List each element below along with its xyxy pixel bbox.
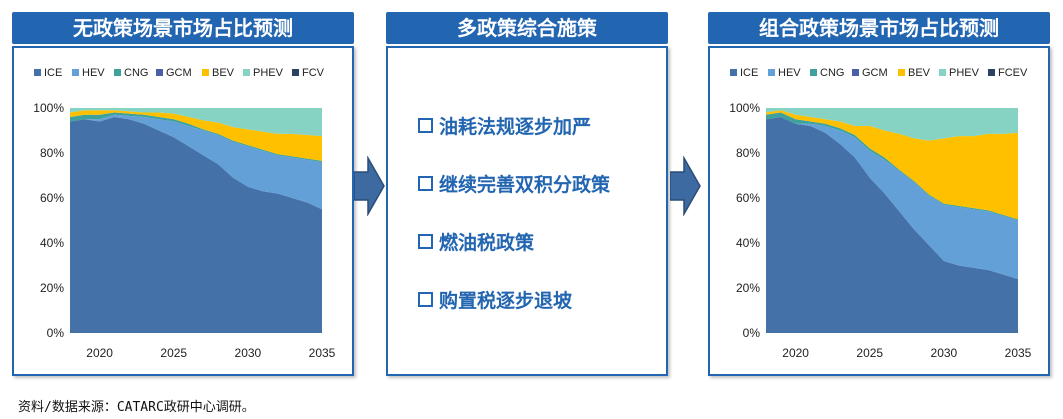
policy-label: 燃油税政策 bbox=[439, 232, 535, 254]
left-chart-panel: ICE HEV CNG GCM BEV PHEV FCV 0% 20% 40% 60% 80% 100%… bbox=[12, 46, 354, 376]
policy-item: 燃油税政策 bbox=[418, 228, 534, 255]
series-area-bev bbox=[70, 110, 322, 161]
policies-panel: 油耗法规逐步加严 继续完善双积分政策 燃油税政策 购置税逐步退坡 bbox=[386, 46, 668, 376]
series-area-hev bbox=[70, 114, 322, 210]
x-tick-label: 2035 bbox=[309, 346, 336, 360]
legend-label: CNG bbox=[820, 67, 844, 79]
legend-label: PHEV bbox=[949, 67, 980, 79]
legend-label: FCEV bbox=[998, 67, 1028, 79]
series-area-cng bbox=[70, 112, 322, 162]
x-tick-label: 2025 bbox=[856, 346, 883, 360]
y-tick-label: 60% bbox=[40, 191, 64, 205]
legend-swatch bbox=[243, 69, 250, 76]
x-tick-label: 2030 bbox=[235, 346, 262, 360]
series-area-bev bbox=[766, 110, 1018, 220]
legend-label: GCM bbox=[166, 67, 192, 79]
legend-swatch bbox=[730, 69, 737, 76]
policy-label: 继续完善双积分政策 bbox=[439, 174, 611, 196]
y-tick-label: 100% bbox=[33, 101, 64, 115]
right-arrow-icon bbox=[354, 156, 385, 216]
legend-label: GCM bbox=[862, 67, 888, 79]
legend-label: BEV bbox=[212, 67, 235, 79]
right-chart-panel: ICE HEV CNG GCM BEV PHEV FCEV 0% 20% 40% 60% 80% 100… bbox=[708, 46, 1050, 376]
y-tick-label: 40% bbox=[736, 236, 760, 250]
policy-label: 油耗法规逐步加严 bbox=[439, 116, 592, 138]
x-tick-label: 2030 bbox=[931, 346, 958, 360]
legend-swatch bbox=[810, 69, 817, 76]
legend-label: CNG bbox=[124, 67, 148, 79]
series-area-ice bbox=[70, 117, 322, 333]
checkbox-icon bbox=[418, 176, 433, 191]
legend-swatch bbox=[292, 69, 299, 76]
left-panel-title: 无政策场景市场占比预测 bbox=[12, 12, 354, 44]
series-area-hev bbox=[766, 117, 1018, 279]
legend-swatch bbox=[114, 69, 121, 76]
y-tick-label: 100% bbox=[729, 101, 760, 115]
y-tick-label: 40% bbox=[40, 236, 64, 250]
legend-swatch bbox=[156, 69, 163, 76]
right-arrow-icon bbox=[670, 156, 701, 216]
x-tick-label: 2035 bbox=[1005, 346, 1032, 360]
y-tick-label: 0% bbox=[47, 326, 65, 340]
right-panel-title: 组合政策场景市场占比预测 bbox=[708, 12, 1050, 44]
legend-label: ICE bbox=[740, 67, 758, 79]
middle-panel-title: 多政策综合施策 bbox=[386, 12, 668, 44]
legend-swatch bbox=[898, 69, 905, 76]
legend-label: HEV bbox=[82, 67, 105, 79]
checkbox-icon bbox=[418, 118, 433, 133]
no-policy-chart: ICE HEV CNG GCM BEV PHEV FCV 0% 20% 40% 60% 80% 100%… bbox=[33, 67, 336, 360]
x-tick-label: 2020 bbox=[782, 346, 809, 360]
legend-swatch bbox=[852, 69, 859, 76]
legend-swatch bbox=[988, 69, 995, 76]
legend-swatch bbox=[202, 69, 209, 76]
legend-swatch bbox=[768, 69, 775, 76]
legend-label: PHEV bbox=[253, 67, 284, 79]
policy-item: 继续完善双积分政策 bbox=[418, 170, 610, 197]
x-tick-label: 2020 bbox=[86, 346, 113, 360]
legend-label: ICE bbox=[44, 67, 62, 79]
source-footnote: 资料/数据来源：CATARC政研中心调研。 bbox=[18, 400, 255, 415]
y-tick-label: 80% bbox=[40, 146, 64, 160]
y-tick-label: 60% bbox=[736, 191, 760, 205]
policy-item: 购置税逐步退坡 bbox=[418, 286, 572, 313]
y-tick-label: 20% bbox=[40, 281, 64, 295]
series-area-phev bbox=[766, 108, 1018, 141]
policy-label: 购置税逐步退坡 bbox=[439, 290, 573, 312]
legend-swatch bbox=[34, 69, 41, 76]
series-area-phev bbox=[70, 108, 322, 137]
legend-label: HEV bbox=[778, 67, 801, 79]
checkbox-icon bbox=[418, 292, 433, 307]
y-tick-label: 0% bbox=[743, 326, 761, 340]
legend-swatch bbox=[939, 69, 946, 76]
y-tick-label: 20% bbox=[736, 281, 760, 295]
combined-policy-chart: ICE HEV CNG GCM BEV PHEV FCEV 0% 20% 40% 60% 80% 100… bbox=[729, 67, 1032, 360]
legend-label: BEV bbox=[908, 67, 931, 79]
series-area-ice bbox=[766, 117, 1018, 333]
legend-label: FCV bbox=[302, 67, 325, 79]
checkbox-icon bbox=[418, 234, 433, 249]
policy-item: 油耗法规逐步加严 bbox=[418, 112, 591, 139]
legend-swatch bbox=[72, 69, 79, 76]
y-tick-label: 80% bbox=[736, 146, 760, 160]
x-tick-label: 2025 bbox=[160, 346, 187, 360]
